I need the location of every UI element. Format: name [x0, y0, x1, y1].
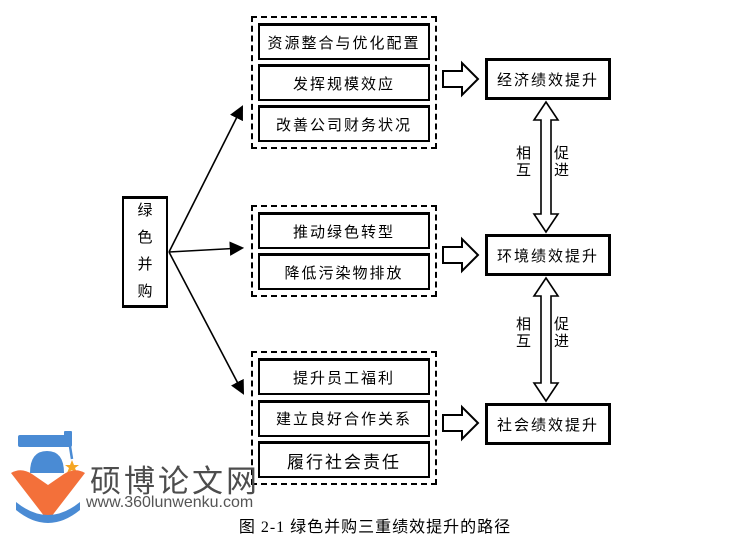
path-item-social-responsibility: 履行社会责任	[258, 441, 430, 478]
watermark-logo-icon	[11, 431, 85, 523]
arrow-source-to-environment-group	[168, 241, 245, 256]
group-environmental-paths: 推动绿色转型 降低污染物排放	[251, 205, 437, 297]
path-item-scale-effect: 发挥规模效应	[258, 64, 430, 101]
outcome-environmental-performance: 环境绩效提升	[485, 234, 611, 276]
relation-label-promote-top: 促进	[554, 146, 570, 179]
logo-tassel	[67, 439, 74, 460]
group-social-paths: 提升员工福利 建立良好合作关系 履行社会责任	[251, 351, 437, 485]
source-box-label: 绿色并购	[137, 203, 153, 300]
logo-cap-board	[18, 435, 72, 447]
block-arrow-to-social-outcome	[442, 404, 480, 442]
watermark-site-url: www.360lunwenku.com	[86, 494, 254, 511]
relation-label-promote-bottom: 促进	[554, 317, 570, 350]
path-item-resource-integration: 资源整合与优化配置	[258, 23, 430, 60]
relation-label-mutual-top: 相互	[516, 146, 532, 179]
relation-label-mutual-bottom: 相互	[516, 317, 532, 350]
block-arrow-to-economic-outcome	[442, 60, 480, 98]
block-arrow-to-environment-outcome	[442, 236, 480, 274]
group-economic-paths: 资源整合与优化配置 发挥规模效应 改善公司财务状况	[251, 16, 437, 149]
logo-pages	[16, 502, 80, 523]
arrow-source-to-economic-group	[168, 105, 243, 253]
source-box-green-ma: 绿色并购	[122, 196, 168, 308]
logo-cap-tab	[64, 431, 72, 439]
logo-star	[65, 460, 79, 473]
logo-book	[11, 470, 85, 521]
outcome-economic-performance: 经济绩效提升	[485, 58, 611, 100]
watermark-site-name: 硕博论文网	[90, 464, 260, 499]
figure-caption: 图 2-1 绿色并购三重绩效提升的路径	[238, 519, 512, 536]
path-item-green-transformation: 推动绿色转型	[258, 212, 430, 249]
logo-head	[30, 451, 64, 473]
arrow-source-to-social-group	[168, 251, 245, 395]
double-arrow-environment-social	[532, 276, 560, 403]
outcome-social-performance: 社会绩效提升	[485, 403, 611, 445]
path-item-pollution-reduction: 降低污染物排放	[258, 253, 430, 290]
path-item-cooperation-relations: 建立良好合作关系	[258, 399, 430, 437]
path-item-employee-welfare: 提升员工福利	[258, 358, 430, 395]
path-item-financial-improvement: 改善公司财务状况	[258, 105, 430, 142]
double-arrow-economic-environment	[532, 100, 560, 234]
